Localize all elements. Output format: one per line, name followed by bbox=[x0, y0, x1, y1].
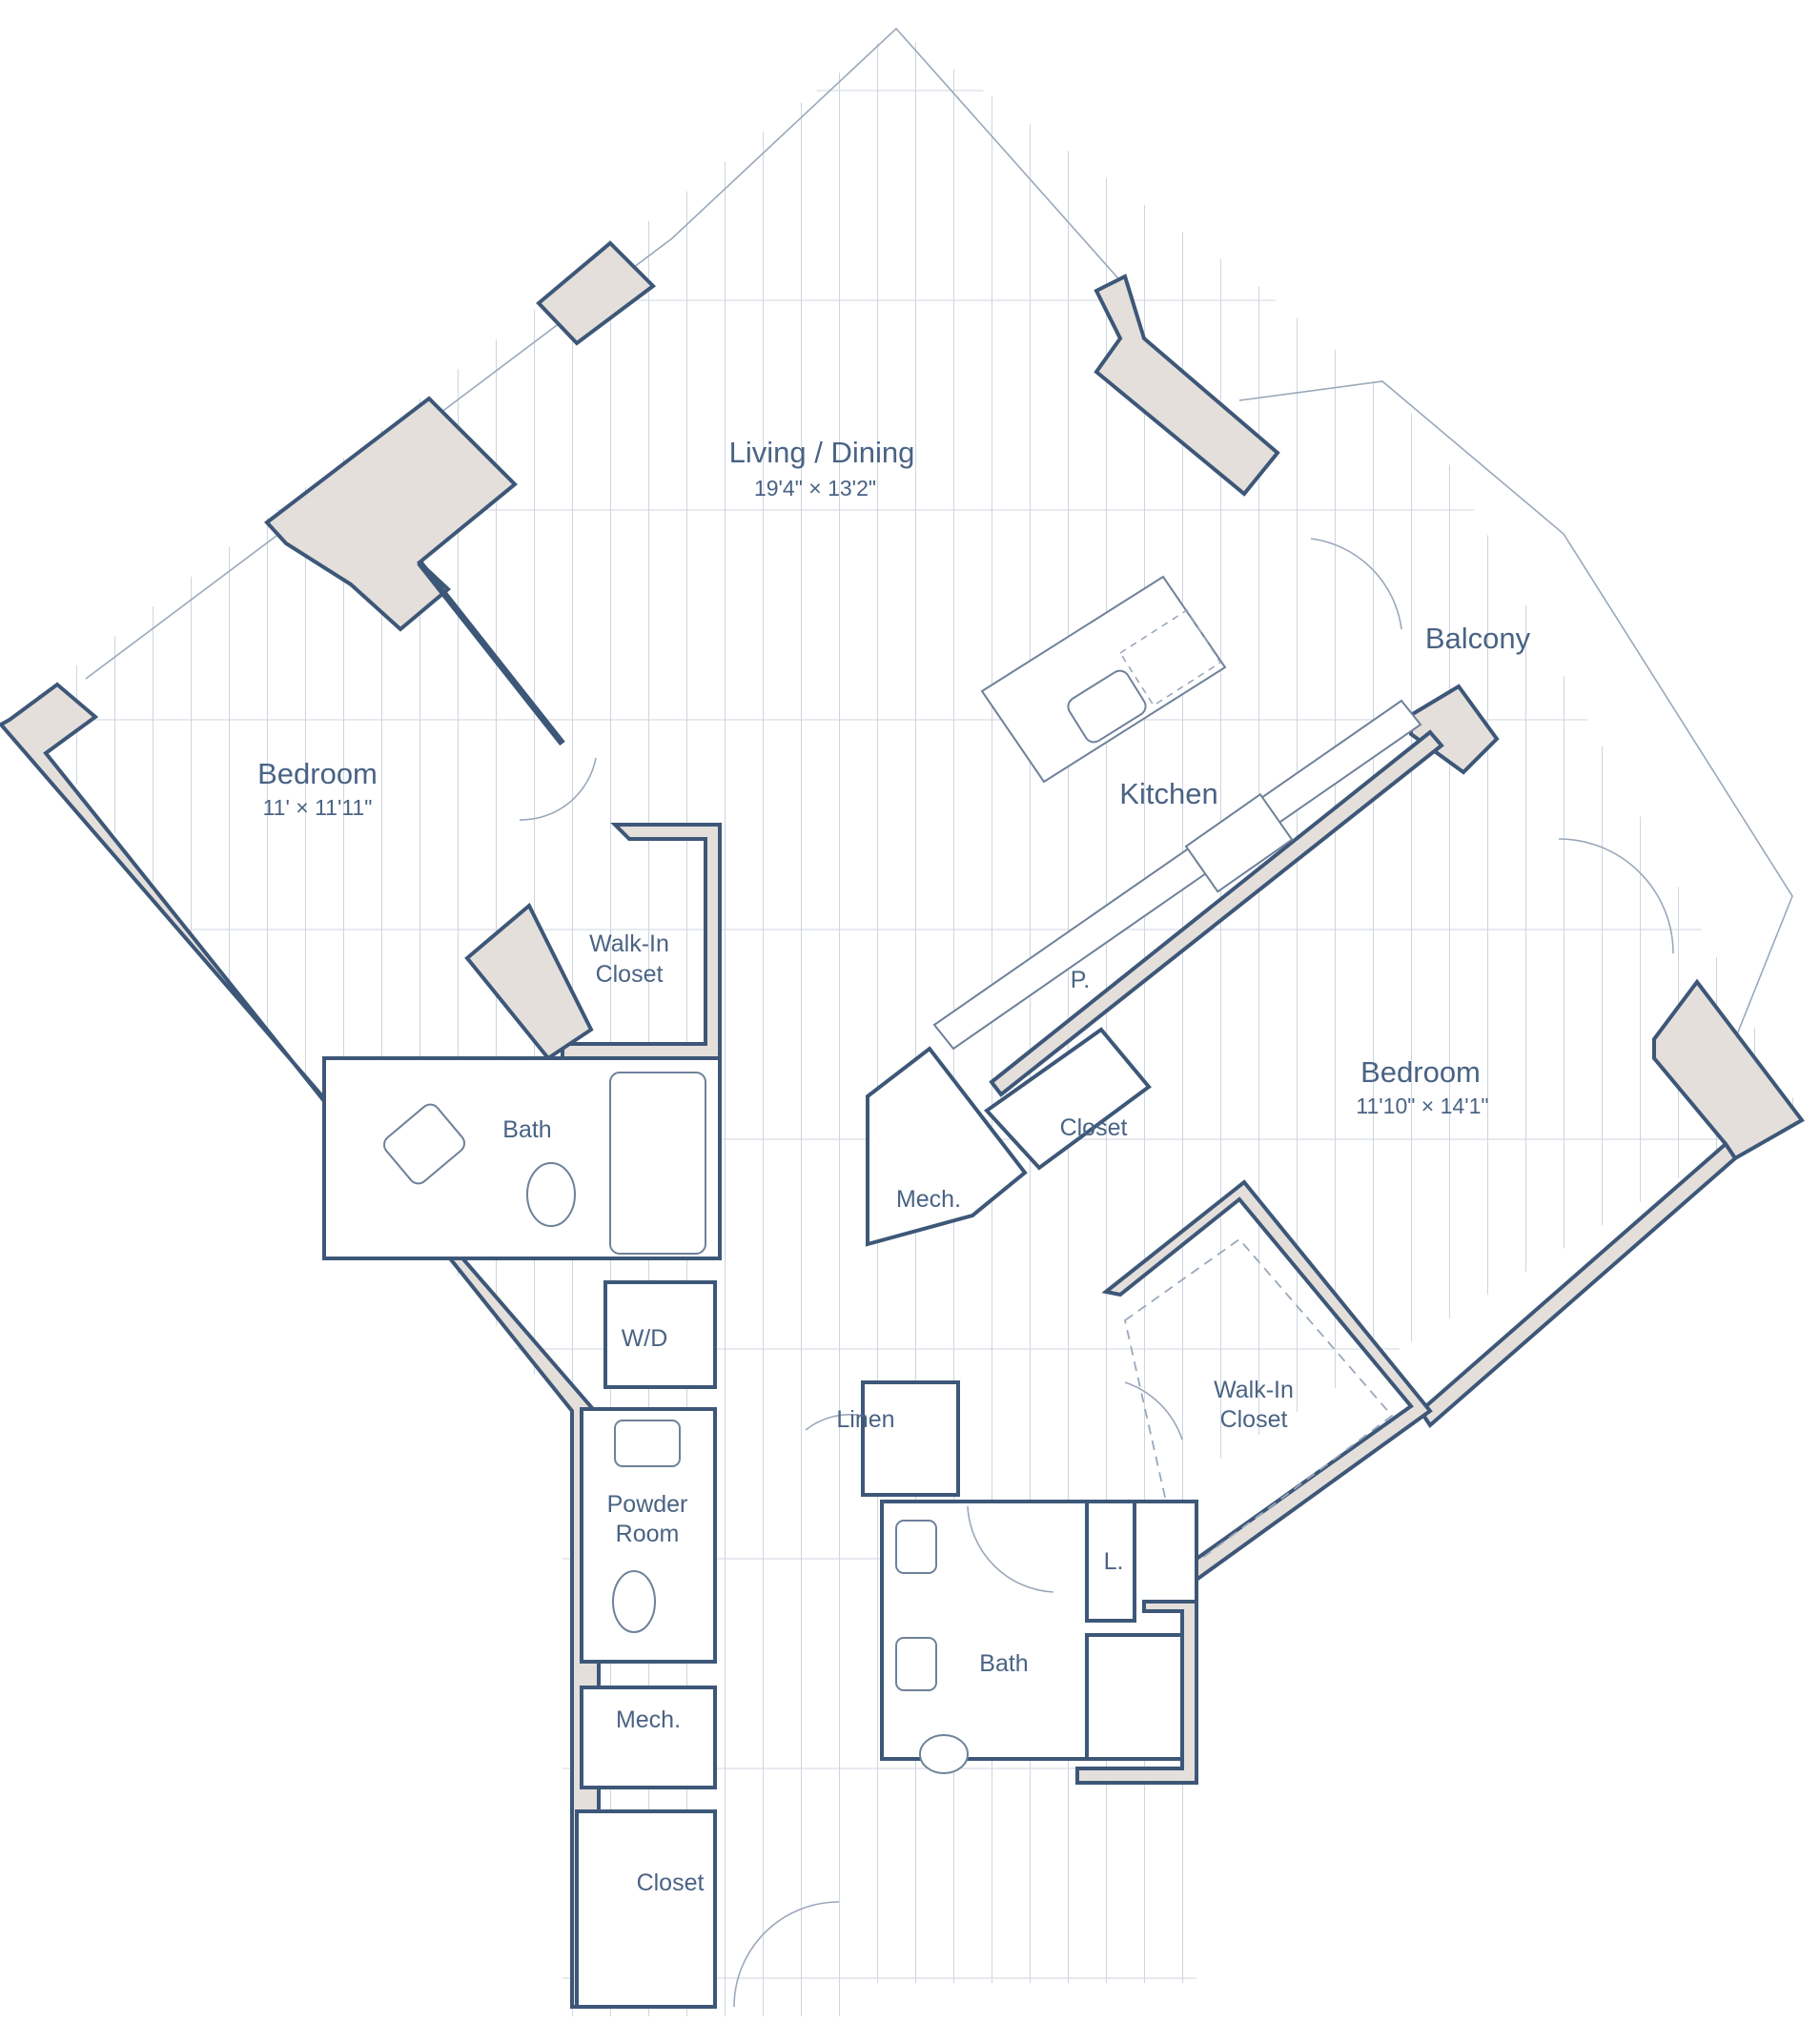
interior-wall-diagonal bbox=[989, 729, 1444, 1097]
structural-column-1 bbox=[264, 396, 518, 632]
bedroom-right-size: 11'10" × 14'1" bbox=[1356, 1093, 1488, 1118]
door-swing-walk-in bbox=[1124, 1381, 1183, 1441]
walk-in-closet-right-line2: Closet bbox=[1220, 1406, 1288, 1433]
bedroom-left-label: Bedroom bbox=[257, 757, 378, 790]
shower bbox=[1085, 1633, 1198, 1761]
powder-sink bbox=[614, 1420, 681, 1467]
closet-shelving bbox=[1123, 1237, 1394, 1575]
bedroom-left-size: 11' × 11'11" bbox=[263, 795, 373, 820]
linen-small-closet bbox=[1085, 1500, 1136, 1623]
washer-dryer-label: W/D bbox=[622, 1325, 668, 1352]
exterior-wall-left bbox=[0, 682, 601, 2009]
cooktop-icon bbox=[1184, 792, 1294, 893]
linen-label: Linen bbox=[836, 1406, 894, 1433]
bath-left-label: Bath bbox=[502, 1116, 551, 1143]
door-swing-balcony-2 bbox=[1558, 838, 1674, 954]
washer-dryer-room bbox=[603, 1280, 717, 1389]
mech-room-lower bbox=[580, 1686, 717, 1789]
pantry-label: P. bbox=[1071, 967, 1090, 993]
door-swing-linen bbox=[805, 1413, 864, 1431]
door-swing-balcony-1 bbox=[1310, 538, 1402, 630]
powder-room-line2: Room bbox=[616, 1521, 680, 1547]
door-swing-bedroom-left bbox=[519, 757, 597, 821]
bedroom-right-label: Bedroom bbox=[1360, 1055, 1481, 1089]
kitchen-label: Kitchen bbox=[1119, 777, 1217, 810]
mech-lower-label: Mech. bbox=[616, 1706, 681, 1733]
door-swing-entry bbox=[733, 1901, 840, 2008]
balcony-rail bbox=[1238, 380, 1793, 1040]
toilet-icon bbox=[526, 1162, 576, 1227]
exterior-wall-right bbox=[1418, 1140, 1738, 1429]
closet-bedroom-label: Closet bbox=[1060, 1114, 1128, 1141]
walk-in-closet-right-line1: Walk-In bbox=[1214, 1377, 1294, 1403]
vanity-sink-2 bbox=[895, 1637, 937, 1691]
linen-closet bbox=[861, 1380, 960, 1497]
balcony-label: Balcony bbox=[1425, 622, 1531, 655]
closet-entry-label: Closet bbox=[637, 1870, 705, 1896]
bedroom-closet bbox=[983, 1027, 1152, 1171]
structural-column-3 bbox=[1094, 274, 1280, 497]
bedroom-wall-diagonal bbox=[417, 560, 565, 746]
door-swing-bath-right bbox=[967, 1505, 1054, 1593]
room-labels: Living / Dining 19'4" × 13'2" Bedroom 11… bbox=[257, 436, 1531, 1896]
entry-closet bbox=[575, 1809, 717, 2009]
walk-in-closet-left-line2: Closet bbox=[596, 961, 664, 988]
walk-in-closet-left-line1: Walk-In bbox=[589, 930, 669, 957]
structural-column-2 bbox=[536, 240, 657, 346]
door-swings bbox=[519, 538, 1674, 2008]
left-closet-column bbox=[464, 902, 594, 1061]
living-dining-label: Living / Dining bbox=[729, 436, 915, 469]
mech-room-upper bbox=[866, 1046, 1028, 1247]
left-bath-sink bbox=[382, 1103, 466, 1185]
lower-right-wall bbox=[1075, 1600, 1198, 1785]
powder-toilet-icon bbox=[612, 1570, 656, 1633]
vanity-sink-1 bbox=[895, 1520, 937, 1574]
bath-right-label: Bath bbox=[979, 1650, 1028, 1677]
living-dining-size: 19'4" × 13'2" bbox=[754, 476, 876, 501]
mech-upper-label: Mech. bbox=[896, 1186, 961, 1213]
bathtub bbox=[609, 1072, 706, 1255]
right-toilet-icon bbox=[919, 1734, 969, 1774]
powder-room-line1: Powder bbox=[607, 1491, 688, 1518]
linen-small-label: L. bbox=[1104, 1548, 1124, 1575]
kitchen-island bbox=[980, 575, 1227, 784]
